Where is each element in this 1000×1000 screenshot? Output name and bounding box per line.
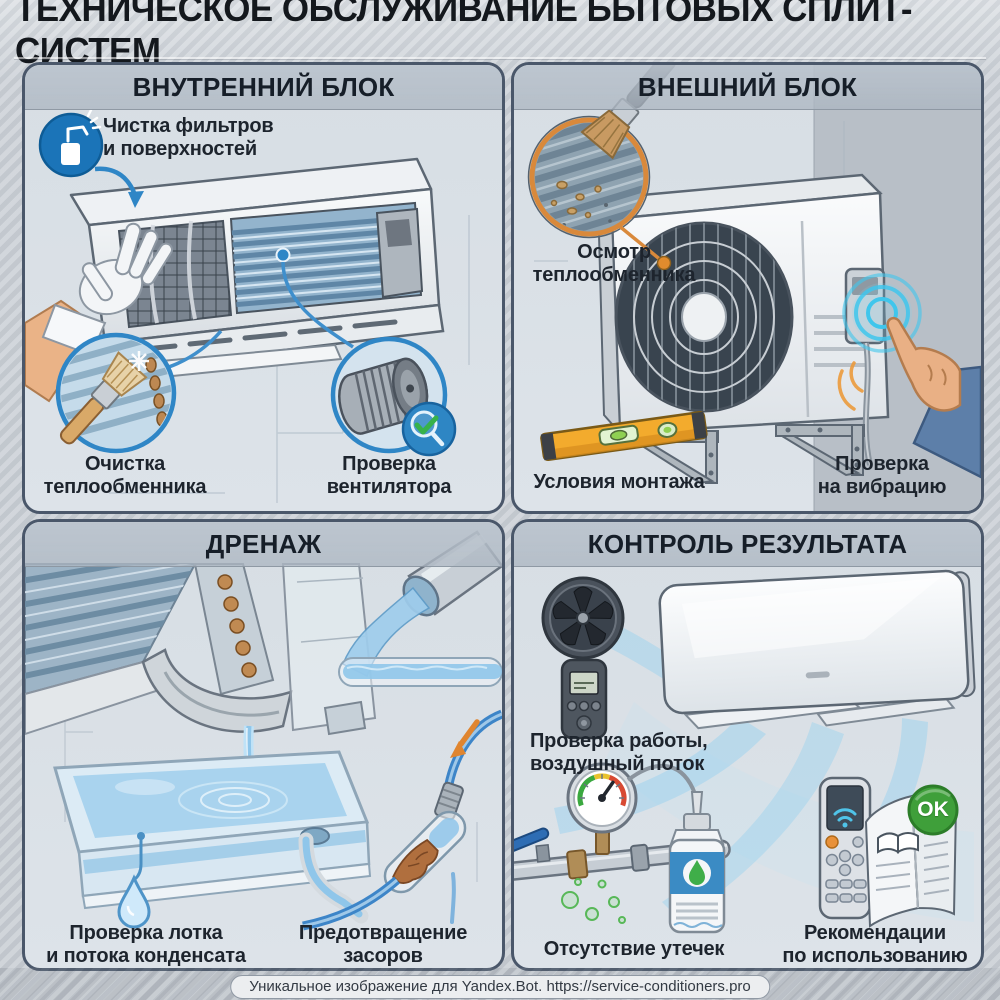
drain-tube (338, 657, 502, 687)
fan-check-callout (330, 336, 457, 457)
label-coil-cleaning: Очистка теплообменника (43, 453, 207, 498)
label-airflow-check: Проверка работы, воздушный поток (530, 730, 708, 775)
result-control-scene (514, 569, 976, 934)
indoor-ac-unit (658, 569, 976, 730)
remote-control-icon (818, 776, 872, 920)
water-drop-icon (117, 832, 151, 929)
coil-cleaning-callout (55, 332, 177, 454)
wifi-icon (833, 808, 857, 822)
valve-icon (535, 843, 551, 863)
bubbles-icon (561, 878, 626, 924)
spray-bottle-icon (38, 108, 104, 178)
gauge-hose (626, 763, 697, 795)
outdoor-unit-scene (527, 65, 981, 511)
label-no-leaks: Отсутствие утечек (543, 938, 725, 960)
copper-tubes (217, 574, 257, 678)
panel-drainage: ДРЕНАЖ Проверка лотка и потока конденсат… (22, 519, 505, 971)
title-divider (14, 57, 986, 59)
cleaning-brush-icon (59, 351, 148, 445)
label-vibration-check: Проверка на вибрацию (817, 453, 947, 498)
footer-attribution: Уникальное изображение для Yandex.Bot. h… (230, 975, 770, 999)
label-clog-prevention: Предотвращение засоров (298, 922, 468, 967)
result-panel-title: КОНТРОЛЬ РЕЗУЛЬТАТА (514, 522, 981, 567)
leak-detector-bottle-icon (668, 791, 726, 934)
callout-dot (275, 247, 291, 263)
label-coil-inspection: Осмотр теплообменника (532, 241, 696, 286)
outdoor-panel-title: ВНЕШНИЙ БЛОК (514, 65, 981, 110)
panel-result-control: КОНТРОЛЬ РЕЗУЛЬТАТА Проверка работы, воз… (511, 519, 984, 971)
blue-arrow-icon (94, 166, 144, 208)
ok-badge-text: OK (917, 798, 949, 821)
callout-dot (656, 255, 672, 271)
anemometer-icon (541, 576, 625, 740)
manual-book-icon (864, 794, 958, 928)
indoor-panel-title: ВНУТРЕННИЙ БЛОК (25, 65, 502, 110)
callout-line (281, 261, 354, 349)
drain-clog-icon (302, 709, 502, 931)
label-fan-check: Проверка вентилятора (326, 453, 452, 498)
panel-indoor-unit: ВНУТРЕННИЙ БЛОК Чистка фильтров и поверх… (22, 62, 505, 514)
drainage-scene (25, 530, 502, 931)
crossflow-fan-icon (338, 357, 429, 435)
sparkle-icon (129, 351, 149, 371)
label-tray-check: Проверка лотка и потока конденсата (46, 922, 246, 967)
label-mounting-conditions: Условия монтажа (533, 471, 705, 493)
indoor-unit-scene (25, 108, 470, 503)
drainage-panel-title: ДРЕНАЖ (25, 522, 502, 567)
coil-inspection-callout (527, 65, 677, 239)
pressure-gauge-icon (566, 762, 638, 855)
dirty-coil-icon (550, 180, 602, 219)
indoor-ac-unit (69, 157, 445, 383)
spirit-level-icon (540, 410, 708, 462)
indoor-unit-cross-section (25, 563, 377, 736)
label-recommendations: Рекомендации по использованию (782, 922, 968, 967)
label-filter-cleaning: Чистка фильтров и поверхностей (103, 115, 274, 160)
callout-line (616, 223, 664, 263)
panel-outdoor-unit: ВНЕШНИЙ БЛОК Осмотр теплообменника Услов… (511, 62, 984, 514)
ok-badge-icon (907, 784, 959, 836)
magnifier-check-icon (401, 401, 457, 457)
condensate-tray (53, 725, 372, 924)
page-title: ТЕХНИЧЕСКОЕ ОБСЛУЖИВАНИЕ БЫТОВЫХ СПЛИТ-С… (15, 0, 913, 71)
glove-hand-icon (25, 222, 174, 403)
touch-hand-icon (886, 316, 981, 479)
orange-arrow-icon (450, 719, 480, 758)
